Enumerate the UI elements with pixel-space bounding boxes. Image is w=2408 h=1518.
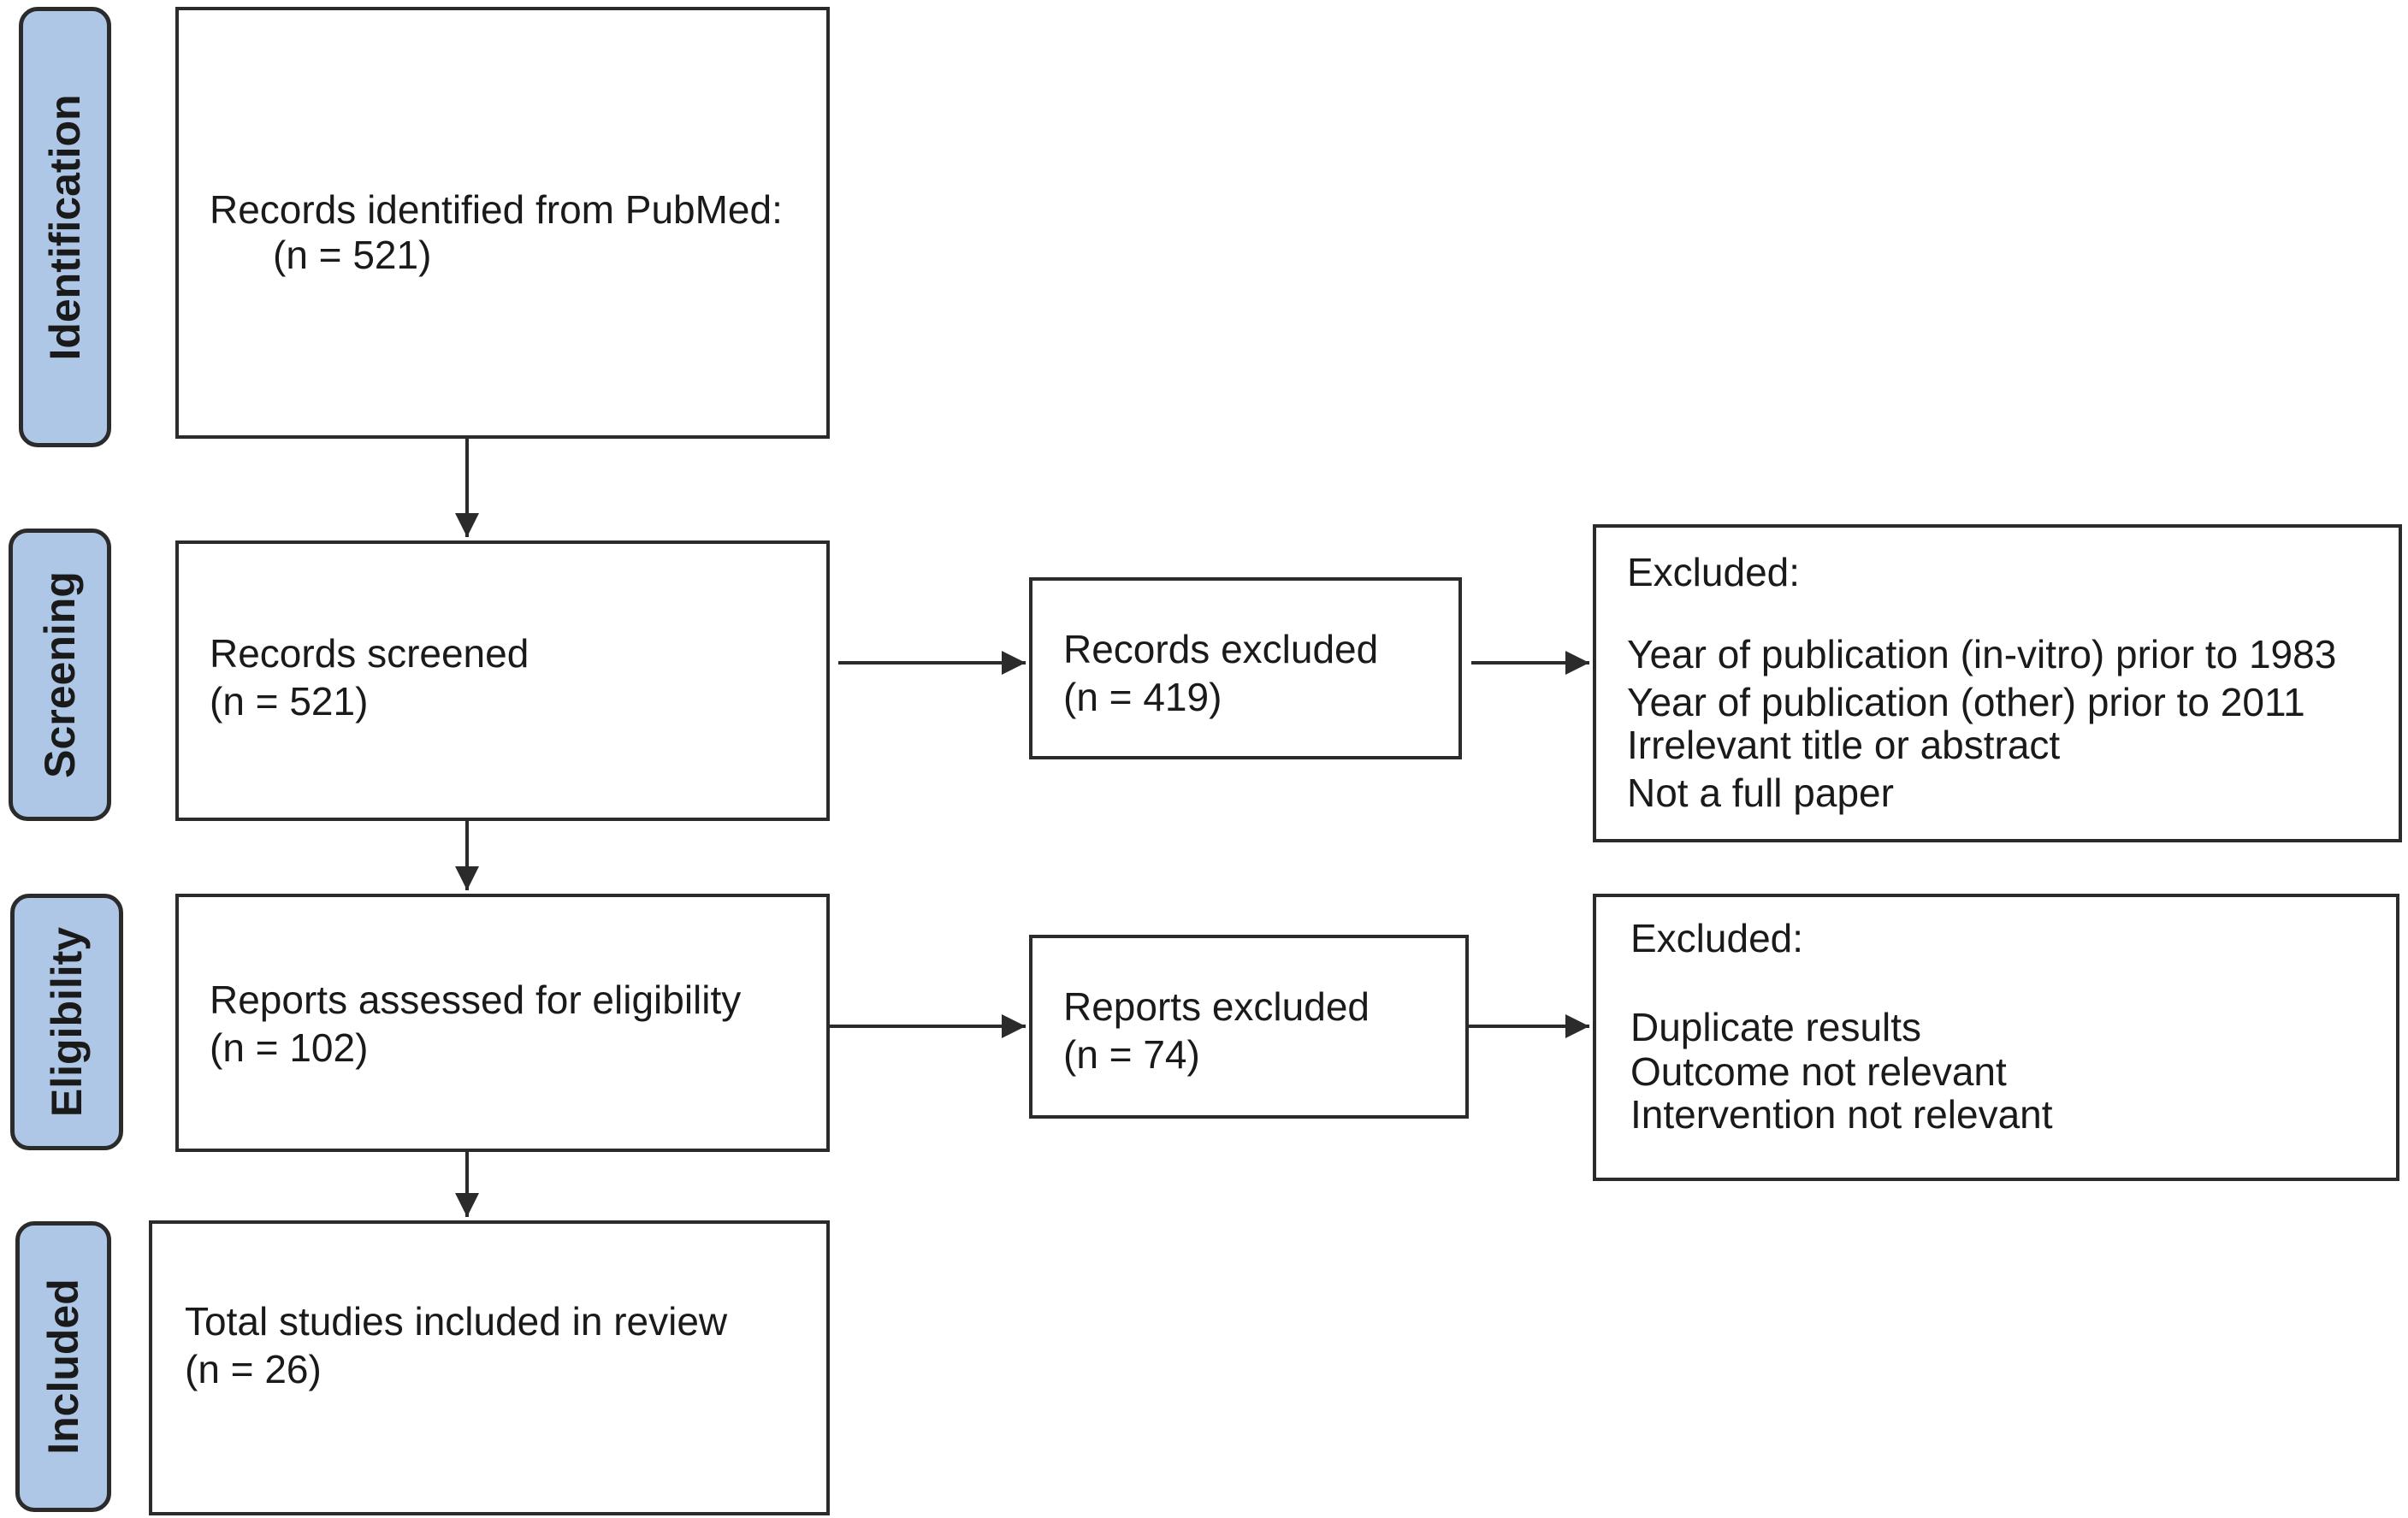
included-text: Total studies included in review <box>185 1299 728 1344</box>
phase-identification: Identification <box>19 7 111 447</box>
eligibility-exclusion-reason: Intervention not relevant <box>1630 1092 2053 1137</box>
records-excluded-box: Records excluded (n = 419) <box>1029 577 1462 759</box>
screened-text: Records screened <box>210 631 530 676</box>
reports-excluded-text: Reports excluded <box>1063 984 1370 1029</box>
screening-exclusion-reason: Year of publication (in-vitro) prior to … <box>1627 632 2337 676</box>
screening-exclusions-header: Excluded: <box>1627 550 1801 594</box>
screening-exclusion-reason: Year of publication (other) prior to 201… <box>1627 680 2305 724</box>
phase-screening: Screening <box>9 529 111 821</box>
identified-box: Records identified from PubMed: (n = 521… <box>175 7 830 439</box>
screened-count: (n = 521) <box>210 679 369 724</box>
screening-exclusions-box: Excluded: Year of publication (in-vitro)… <box>1593 524 2402 842</box>
eligibility-exclusion-reason: Outcome not relevant <box>1630 1049 2007 1094</box>
reports-excluded-count: (n = 74) <box>1063 1032 1200 1077</box>
reports-excluded-box: Reports excluded (n = 74) <box>1029 935 1469 1119</box>
screened-box: Records screened (n = 521) <box>175 540 830 821</box>
screening-exclusion-reason: Irrelevant title or abstract <box>1627 723 2061 767</box>
phase-eligibility: Eligibility <box>10 894 123 1150</box>
eligibility-exclusions-header: Excluded: <box>1630 916 1804 960</box>
eligibility-exclusion-reason: Duplicate results <box>1630 1005 1922 1049</box>
assessed-count: (n = 102) <box>210 1025 369 1070</box>
records-excluded-text: Records excluded <box>1063 627 1379 671</box>
assessed-text: Reports assessed for eligibility <box>210 978 742 1022</box>
phase-included: Included <box>15 1221 111 1512</box>
included-count: (n = 26) <box>185 1347 322 1391</box>
included-box: Total studies included in review (n = 26… <box>149 1220 830 1515</box>
identified-text: Records identified from PubMed: <box>210 187 783 232</box>
screening-exclusion-reason: Not a full paper <box>1627 771 1894 815</box>
assessed-box: Reports assessed for eligibility (n = 10… <box>175 894 830 1152</box>
eligibility-exclusions-box: Excluded: Duplicate results Outcome not … <box>1593 894 2399 1181</box>
records-excluded-count: (n = 419) <box>1063 675 1222 719</box>
identified-count: (n = 521) <box>273 233 432 277</box>
